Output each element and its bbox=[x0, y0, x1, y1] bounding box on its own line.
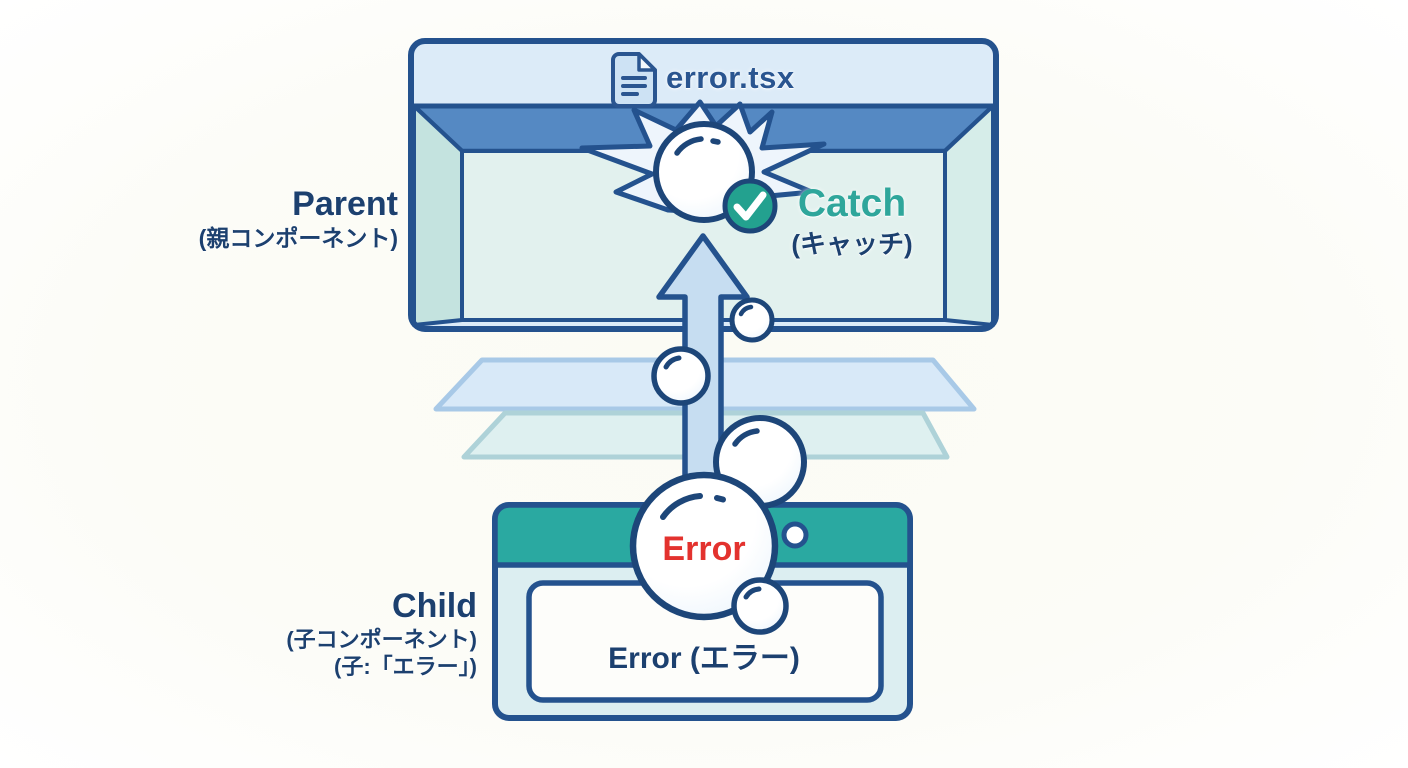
document-icon bbox=[611, 52, 657, 108]
parent-file-name: error.tsx bbox=[666, 60, 795, 95]
check-circle bbox=[722, 178, 778, 234]
check-badge bbox=[722, 178, 778, 234]
error-bubble bbox=[629, 471, 779, 621]
child-label-sub: (子コンポーネント) bbox=[286, 627, 477, 653]
layer-sheets bbox=[433, 357, 977, 460]
error-box-text: Error (エラー) bbox=[608, 642, 800, 675]
parent-label-sub: (親コンポーネント) bbox=[198, 225, 398, 252]
error-bubble-text: Error bbox=[662, 530, 746, 568]
checkmark-icon bbox=[733, 191, 767, 221]
child-label-title: Child bbox=[392, 587, 477, 625]
catch-label-title: Catch bbox=[797, 182, 907, 225]
rising-bubble-medium bbox=[651, 346, 711, 406]
catch-label: Catch (キャッチ) bbox=[772, 182, 932, 259]
trailing-bubble bbox=[731, 577, 789, 635]
parent-label: Parent (親コンポーネント) bbox=[120, 185, 398, 252]
parent-label-title: Parent bbox=[292, 185, 398, 223]
child-label: Child (子コンポーネント) (子:「エラー」) bbox=[140, 587, 477, 679]
child-label-sub2: (子:「エラー」) bbox=[334, 653, 477, 679]
window-dot bbox=[781, 521, 809, 549]
catch-label-sub: (キャッチ) bbox=[791, 228, 913, 259]
rising-bubble-small bbox=[729, 297, 775, 343]
